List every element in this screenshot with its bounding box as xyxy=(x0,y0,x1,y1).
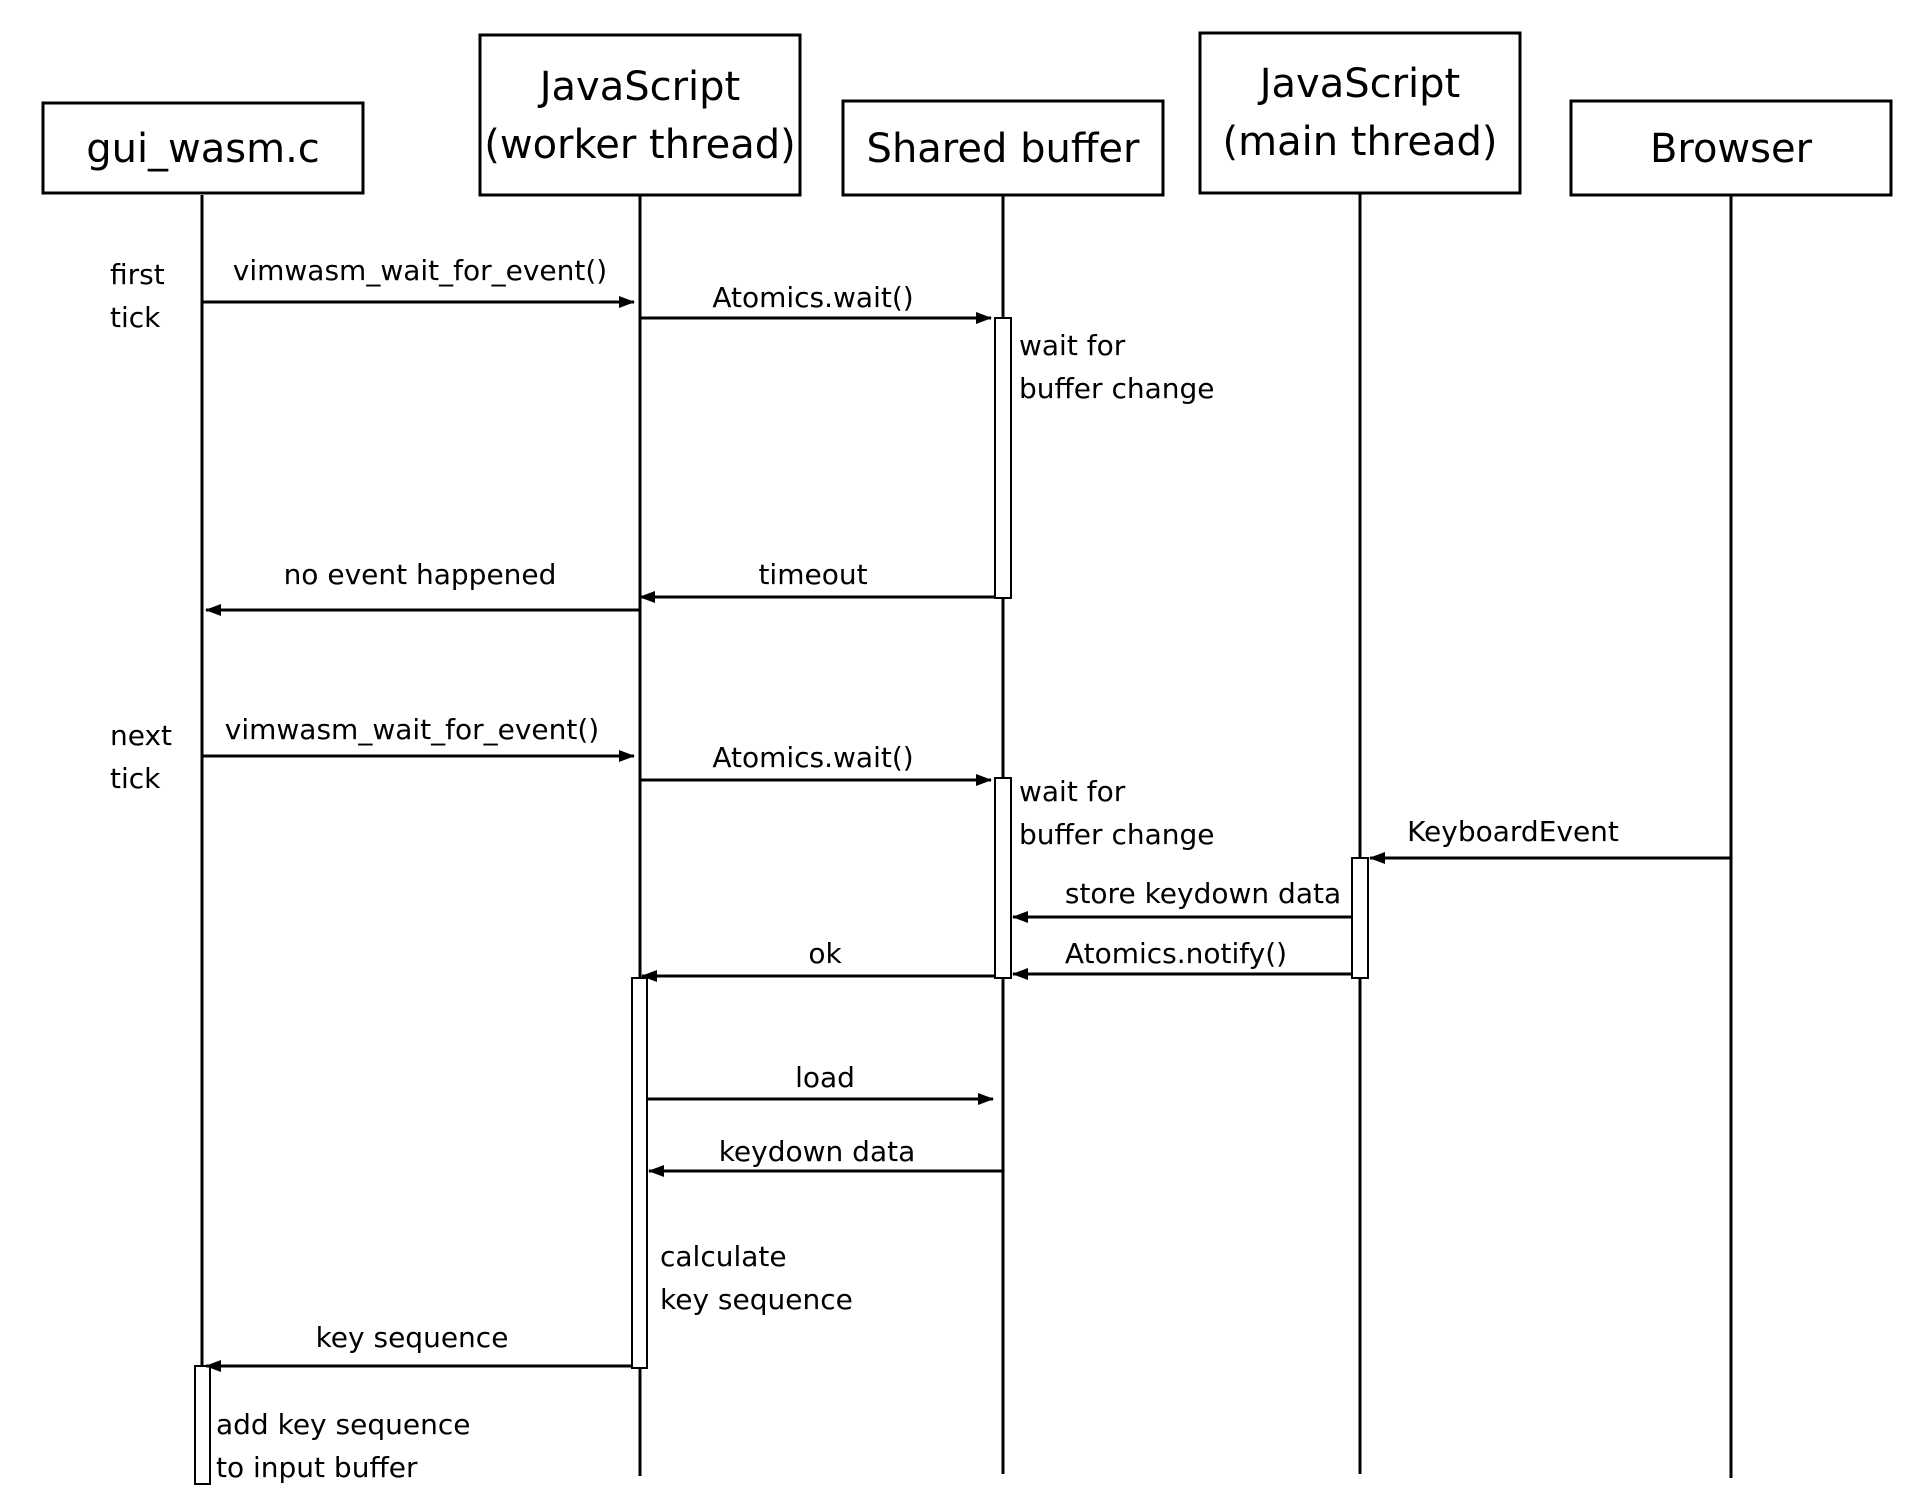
note-line-1: calculate xyxy=(660,1240,787,1273)
message-label: Atomics.notify() xyxy=(1065,937,1287,970)
note-line-1: next xyxy=(110,719,172,752)
note-line-1: add key sequence xyxy=(216,1408,470,1441)
activation-bar-worker xyxy=(631,977,648,1369)
note-line-1: wait for xyxy=(1019,329,1126,362)
message-m3: timeout xyxy=(639,558,995,603)
actor-box xyxy=(841,99,1165,197)
message-m7: KeyboardEvent xyxy=(1369,815,1731,864)
message-m10: ok xyxy=(641,937,995,982)
message-m13: key sequence xyxy=(205,1321,632,1372)
note-line-2: to input buffer xyxy=(216,1451,418,1484)
actor-buffer: Shared buffer xyxy=(841,99,1165,197)
actor-label: Shared buffer xyxy=(867,126,1140,172)
activation-bar-gui xyxy=(194,1365,211,1485)
message-label: KeyboardEvent xyxy=(1407,815,1619,848)
message-m9: Atomics.notify() xyxy=(1012,937,1352,980)
message-m8: store keydown data xyxy=(1012,877,1352,923)
activation-bar-main xyxy=(1351,857,1369,979)
note-calculate-key-sequence: calculate key sequence xyxy=(660,1240,853,1316)
message-label: vimwasm_wait_for_event() xyxy=(225,713,599,746)
note-line-2: key sequence xyxy=(660,1283,853,1316)
message-label: vimwasm_wait_for_event() xyxy=(233,254,607,287)
actor-label: Browser xyxy=(1650,126,1813,172)
message-label: ok xyxy=(808,937,842,970)
note-first-tick: first tick xyxy=(110,258,165,334)
message-label: load xyxy=(795,1061,855,1094)
actor-label-line-2: (worker thread) xyxy=(484,122,795,168)
actor-box xyxy=(1198,31,1522,195)
message-label: key sequence xyxy=(316,1321,509,1354)
message-label: store keydown data xyxy=(1065,877,1341,910)
note-wait-for-buffer-2: wait for buffer change xyxy=(1019,775,1215,851)
activation-bar-buffer-1 xyxy=(994,317,1012,599)
message-label: keydown data xyxy=(719,1135,916,1168)
note-line-1: wait for xyxy=(1019,775,1126,808)
activation-bars xyxy=(194,317,1369,1485)
actor-gui: gui_wasm.c xyxy=(41,101,365,195)
message-m6: Atomics.wait() xyxy=(640,741,992,786)
message-m1: vimwasm_wait_for_event() xyxy=(202,254,635,308)
actor-label-line-2: (main thread) xyxy=(1223,119,1498,165)
actor-worker: JavaScript (worker thread) xyxy=(478,33,802,197)
note-line-2: buffer change xyxy=(1019,372,1215,405)
note-next-tick: next tick xyxy=(110,719,172,795)
activation-bar-buffer-2 xyxy=(994,777,1012,979)
message-m5: vimwasm_wait_for_event() xyxy=(202,713,635,762)
note-line-2: tick xyxy=(110,762,161,795)
note-line-2: buffer change xyxy=(1019,818,1215,851)
message-label: timeout xyxy=(758,558,867,591)
note-wait-for-buffer-1: wait for buffer change xyxy=(1019,329,1215,405)
message-label: no event happened xyxy=(284,558,557,591)
actor-box xyxy=(478,33,802,197)
actor-box xyxy=(1569,99,1893,197)
message-label: Atomics.wait() xyxy=(712,741,913,774)
actor-label: gui_wasm.c xyxy=(86,126,320,172)
message-label: Atomics.wait() xyxy=(712,281,913,314)
actor-label-line-1: JavaScript xyxy=(537,64,741,110)
message-m2: Atomics.wait() xyxy=(640,281,992,324)
message-m11: load xyxy=(647,1061,994,1105)
note-add-key-sequence: add key sequence to input buffer xyxy=(216,1408,470,1484)
actor-box xyxy=(41,101,365,195)
note-line-2: tick xyxy=(110,301,161,334)
message-m4: no event happened xyxy=(205,558,640,616)
actor-browser: Browser xyxy=(1569,99,1893,197)
note-line-1: first xyxy=(110,258,165,291)
message-m12: keydown data xyxy=(648,1135,1003,1177)
actor-main: JavaScript (main thread) xyxy=(1198,31,1522,195)
actor-label-line-1: JavaScript xyxy=(1257,61,1461,107)
